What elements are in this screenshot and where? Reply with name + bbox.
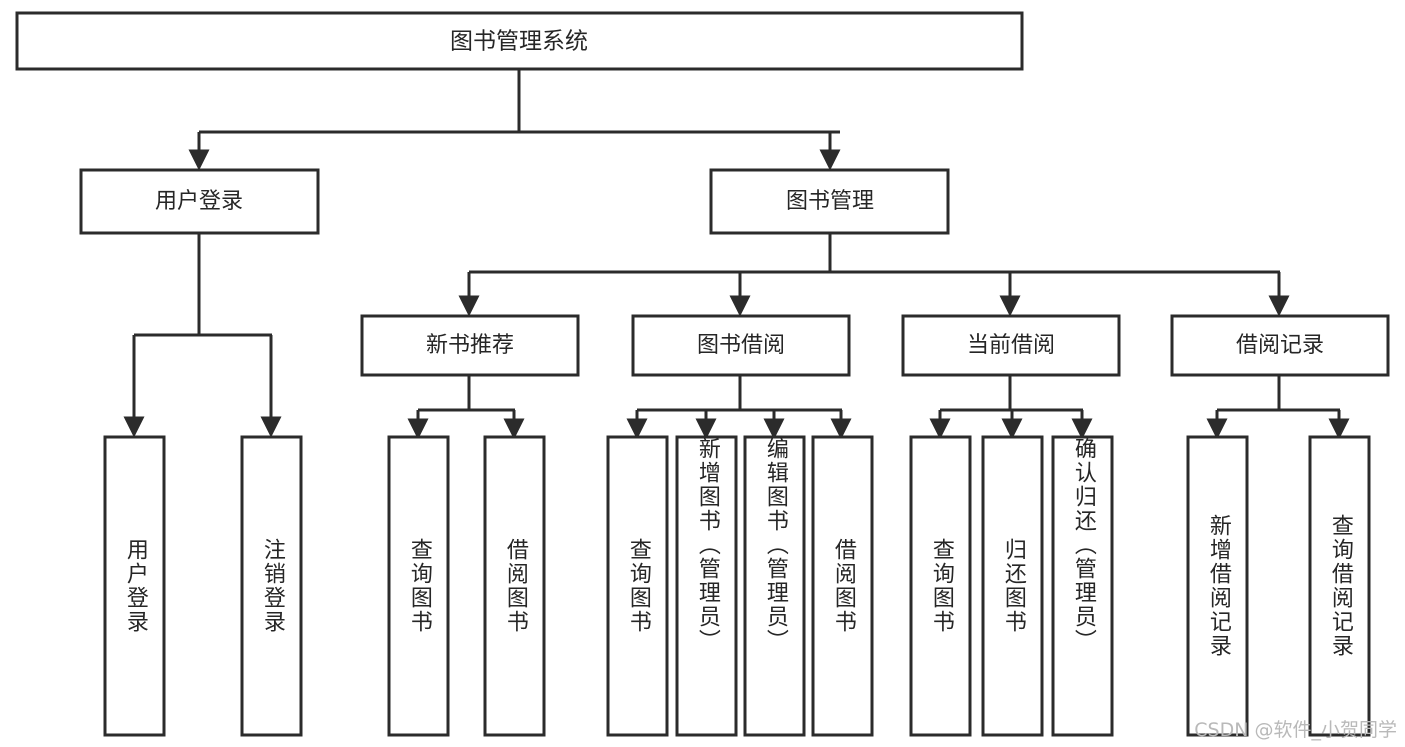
leaf-box-return-book[interactable]: [981, 435, 1044, 737]
node-current-borrow[interactable]: 当前借阅: [901, 314, 1121, 377]
node-borrow-records-box[interactable]: [1170, 314, 1390, 377]
node-root-label: 图书管理系统: [450, 29, 588, 55]
node-current-borrow-label: 当前借阅: [967, 333, 1055, 358]
leaf-boxes-layer: [103, 435, 1371, 737]
node-book-management-box[interactable]: [709, 168, 950, 235]
connector-current-borrow-to-leaves: [929, 375, 1093, 440]
node-book-borrow[interactable]: 图书借阅: [631, 314, 851, 377]
node-root-box[interactable]: [15, 11, 1024, 71]
leaf-box-query-book-new[interactable]: [387, 435, 450, 737]
leaf-box-add-borrow-record[interactable]: [1186, 435, 1249, 737]
leaf-box-query-borrow-record[interactable]: [1308, 435, 1371, 737]
connector-new-book-to-leaves: [407, 375, 525, 440]
node-new-book-recommend[interactable]: 新书推荐: [360, 314, 580, 377]
connector-records-to-leaves: [1206, 375, 1350, 440]
leaf-box-borrow-book[interactable]: [811, 435, 874, 737]
node-current-borrow-box[interactable]: [901, 314, 1121, 377]
node-book-management[interactable]: 图书管理: [709, 168, 950, 235]
leaf-box-logout[interactable]: [240, 435, 303, 737]
leaf-box-borrow-book-new[interactable]: [483, 435, 546, 737]
connector-user-login-to-leaves: [123, 233, 282, 438]
connector-borrow-to-leaves: [626, 375, 852, 440]
leaf-box-user-login[interactable]: [103, 435, 166, 737]
node-new-book-recommend-label: 新书推荐: [426, 333, 514, 358]
connectors-layer: [123, 69, 1350, 440]
leaf-box-add-book-admin[interactable]: [675, 435, 738, 737]
leaf-box-edit-book-admin[interactable]: [743, 435, 806, 737]
node-book-borrow-box[interactable]: [631, 314, 851, 377]
node-user-login-box[interactable]: [79, 168, 320, 235]
node-borrow-records[interactable]: 借阅记录: [1170, 314, 1390, 377]
leaf-box-query-book-borrow[interactable]: [606, 435, 669, 737]
node-user-login[interactable]: 用户登录: [79, 168, 320, 235]
node-root[interactable]: 图书管理系统: [15, 11, 1024, 71]
leaf-box-confirm-return-admin[interactable]: [1051, 435, 1114, 737]
node-book-management-label: 图书管理: [786, 189, 874, 214]
connector-book-mgmt-to-level3: [458, 233, 1290, 317]
csdn-watermark: CSDN @软件_小贺同学: [1194, 719, 1397, 741]
node-borrow-records-label: 借阅记录: [1236, 333, 1324, 358]
connector-root-to-level2: [188, 69, 841, 171]
node-user-login-label: 用户登录: [155, 189, 243, 214]
node-new-book-recommend-box[interactable]: [360, 314, 580, 377]
leaf-box-query-book-current[interactable]: [909, 435, 972, 737]
node-book-borrow-label: 图书借阅: [697, 333, 785, 358]
